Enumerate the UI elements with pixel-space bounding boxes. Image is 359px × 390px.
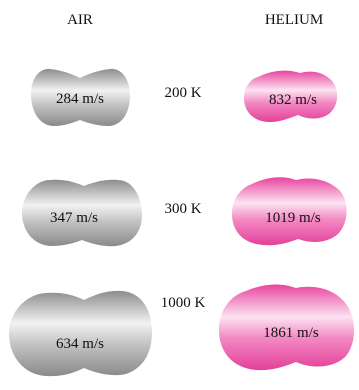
- air-speed-200k: 284 m/s: [56, 91, 104, 107]
- air-speed-300k: 347 m/s: [50, 210, 98, 226]
- temperature-1000k: 1000 K: [161, 295, 206, 311]
- helium-speed-300k: 1019 m/s: [265, 210, 321, 226]
- air-header: AIR: [67, 12, 93, 28]
- air-blob-300k: [22, 179, 142, 247]
- helium-blob-300k: [232, 177, 347, 246]
- helium-blob-1000k: [218, 284, 355, 371]
- air-blob-1000k: [9, 290, 152, 377]
- helium-speed-200k: 832 m/s: [269, 92, 317, 108]
- air-speed-1000k: 634 m/s: [56, 336, 104, 352]
- temperature-300k: 300 K: [164, 201, 201, 217]
- temperature-200k: 200 K: [164, 85, 201, 101]
- helium-blob-200k: [244, 70, 338, 122]
- helium-header: HELIUM: [265, 12, 323, 28]
- helium-speed-1000k: 1861 m/s: [263, 325, 319, 341]
- air-blob-200k: [31, 68, 130, 126]
